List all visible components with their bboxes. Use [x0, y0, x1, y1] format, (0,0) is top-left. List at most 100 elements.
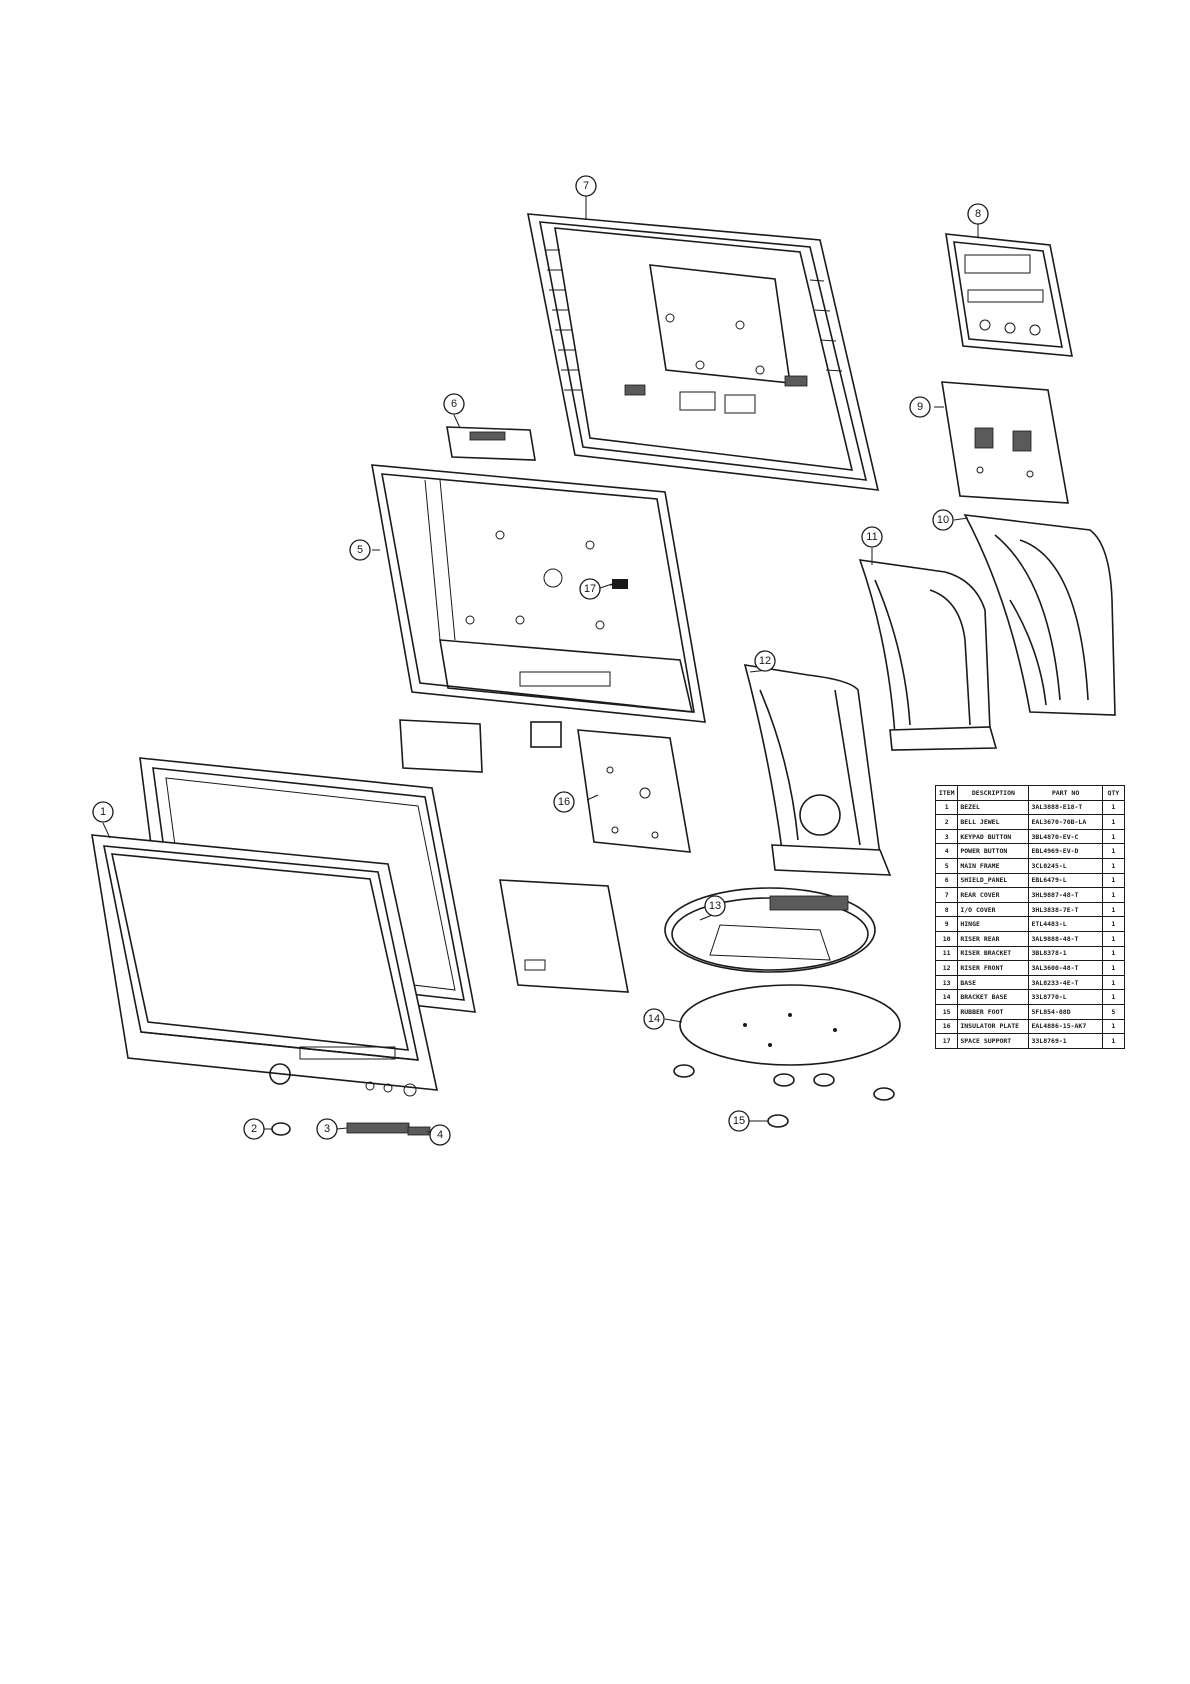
svg-text:12: 12	[759, 655, 771, 667]
cell-item: 12	[934, 960, 959, 976]
callout-2: 2	[243, 1118, 265, 1140]
cell-item: 6	[934, 872, 959, 889]
callout-5: 5	[349, 539, 371, 561]
cell-description: RISER FRONT	[957, 960, 1030, 976]
cell-part-no: 33L8769-1	[1028, 1033, 1103, 1049]
cell-qty: 1	[1101, 916, 1126, 932]
cell-qty: 1	[1101, 799, 1126, 816]
main-frame-part	[371, 464, 706, 723]
cell-description: RISER BRACKET	[957, 945, 1030, 962]
callout-11: 11	[861, 526, 883, 548]
cell-qty: 1	[1101, 974, 1126, 991]
header-description: DESCRIPTION	[957, 785, 1030, 801]
io-cover-part	[945, 233, 1073, 357]
cell-part-no: 3HL3838-7E-T	[1028, 901, 1103, 918]
cell-qty: 1	[1101, 814, 1126, 830]
cell-qty: 1	[1101, 887, 1126, 903]
svg-text:6: 6	[451, 398, 457, 410]
space-support-part	[612, 579, 628, 589]
cell-description: KEYPAD BUTTON	[957, 828, 1030, 845]
small-buttons-parts	[271, 1122, 431, 1136]
cell-item: 3	[934, 828, 959, 845]
svg-text:2: 2	[251, 1123, 257, 1135]
callout-10: 10	[932, 509, 954, 531]
cell-qty: 1	[1101, 1033, 1126, 1049]
svg-text:1: 1	[100, 806, 106, 818]
svg-text:13: 13	[709, 900, 721, 912]
riser-front-part	[743, 664, 892, 876]
svg-text:3: 3	[324, 1123, 330, 1135]
callout-16: 16	[553, 791, 575, 813]
svg-text:5: 5	[357, 544, 363, 556]
cell-qty: 1	[1101, 901, 1126, 918]
hinge-plate-part	[941, 381, 1069, 504]
cell-item: 2	[934, 814, 959, 830]
cell-item: 11	[934, 945, 959, 962]
shield-part	[446, 426, 536, 461]
main-board-part	[499, 879, 629, 993]
svg-text:14: 14	[648, 1013, 660, 1025]
cell-qty: 1	[1101, 989, 1126, 1005]
cell-part-no: ETL4483-L	[1028, 916, 1103, 932]
cell-qty: 5	[1101, 1003, 1126, 1020]
base-part	[664, 887, 876, 973]
cell-description: INSULATOR PLATE	[957, 1018, 1030, 1035]
cell-part-no: EAL4886-15-AK7	[1028, 1018, 1103, 1035]
cell-qty: 1	[1101, 828, 1126, 845]
cell-item: 13	[934, 974, 959, 991]
cell-qty: 1	[1101, 930, 1126, 947]
cell-item: 9	[934, 916, 959, 932]
cell-part-no: 3BL4870-EV-C	[1028, 828, 1103, 845]
callout-8: 8	[967, 203, 989, 225]
cell-part-no: EBL6479-L	[1028, 872, 1103, 889]
callout-17: 17	[579, 578, 601, 600]
header-qty: QTY	[1101, 785, 1126, 801]
callout-7: 7	[575, 175, 597, 197]
callout-12: 12	[754, 650, 776, 672]
callout-14: 14	[643, 1008, 665, 1030]
cell-item: 1	[934, 799, 959, 816]
callout-6: 6	[443, 393, 465, 415]
svg-text:4: 4	[437, 1129, 443, 1141]
header-part-no: PART NO	[1028, 785, 1103, 801]
svg-text:10: 10	[937, 514, 949, 526]
cell-item: 7	[934, 887, 959, 903]
cell-qty: 1	[1101, 857, 1126, 874]
cell-part-no: 3AL3600-48-T	[1028, 960, 1103, 976]
rubber-feet-part	[673, 1064, 895, 1128]
cell-part-no: 3AL8233-4E-T	[1028, 974, 1103, 991]
svg-text:7: 7	[583, 180, 589, 192]
cell-qty: 1	[1101, 843, 1126, 859]
cell-part-no: 3AL3888-E18-T	[1028, 799, 1103, 816]
cell-part-no: 33L8770-L	[1028, 989, 1103, 1005]
cell-description: SHIELD_PANEL	[957, 872, 1030, 889]
cell-description: BASE	[957, 974, 1030, 991]
cell-description: RUBBER FOOT	[957, 1003, 1030, 1020]
svg-text:8: 8	[975, 208, 981, 220]
cell-description: BELL JEWEL	[957, 814, 1030, 830]
cell-description: SPACE SUPPORT	[957, 1033, 1030, 1049]
callout-13: 13	[704, 895, 726, 917]
keypad-board-part	[399, 719, 483, 773]
cell-part-no: 3BL8378-1	[1028, 945, 1103, 962]
callout-3: 3	[316, 1118, 338, 1140]
cell-item: 5	[934, 857, 959, 874]
cell-qty: 1	[1101, 945, 1126, 962]
callout-4: 4	[429, 1124, 451, 1146]
svg-text:16: 16	[558, 796, 570, 808]
callout-9: 9	[909, 396, 931, 418]
cell-item: 10	[934, 930, 959, 947]
